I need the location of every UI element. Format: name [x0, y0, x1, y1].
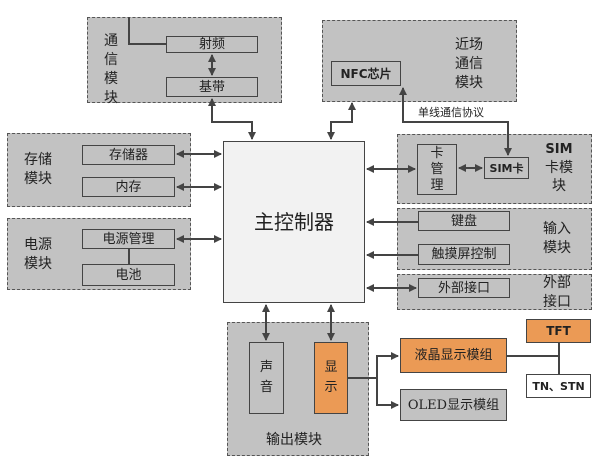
tn-stn-box: TN、STN: [526, 374, 591, 398]
card-mgmt-char: 卡: [430, 145, 444, 161]
power-module-title: 电源 模块: [24, 236, 52, 274]
title-line: 模块: [455, 75, 483, 91]
title-char: 信: [104, 52, 118, 68]
battery-label: 电池: [115, 267, 142, 283]
ext-interface-box: 外部接口: [418, 278, 510, 298]
title-line: 模块: [24, 256, 52, 272]
card-mgmt-char: 理: [430, 177, 444, 193]
sound-char: 声: [259, 360, 273, 375]
comm-module-title: 通 信 模 块: [103, 32, 119, 108]
touchscreen-ctrl-label: 触摸屏控制: [431, 247, 497, 262]
baseband-label: 基带: [198, 79, 225, 95]
nfc-chip-box: NFC芯片: [331, 61, 401, 86]
rf-label: 射频: [198, 37, 225, 52]
title-line: 外部: [543, 275, 571, 291]
title-line: 块: [552, 178, 566, 194]
lcd-module-label: 液晶显示模组: [414, 348, 493, 363]
ext-interface-label: 外部接口: [437, 280, 490, 296]
title-line: 接口: [543, 294, 571, 310]
sim-card-label: SIM卡: [489, 161, 524, 175]
title-line: 输入: [543, 221, 571, 237]
ext-interface-title: 外部 接口: [543, 274, 571, 312]
title-line: 通信: [455, 56, 483, 72]
title-line: 卡模: [545, 160, 573, 176]
title-char: 块: [104, 90, 118, 106]
main-controller: 主控制器: [223, 141, 365, 303]
memory-label: 内存: [115, 179, 142, 195]
storage-box: 存储器: [82, 145, 175, 165]
baseband-box: 基带: [166, 77, 258, 97]
memory-box: 内存: [82, 177, 175, 197]
keyboard-label: 键盘: [450, 213, 477, 229]
power-mgmt-label: 电源管理: [102, 231, 155, 247]
sim-card-box: SIM卡: [484, 157, 529, 179]
card-mgmt-char: 管: [430, 161, 444, 177]
nfc-module-title: 近场 通信 模块: [455, 36, 483, 93]
tft-box: TFT: [526, 319, 591, 343]
lcd-module-box: 液晶显示模组: [400, 338, 507, 373]
tn-stn-label: TN、STN: [532, 379, 585, 393]
storage-label: 存储器: [108, 147, 148, 163]
display-char: 示: [324, 380, 338, 395]
title-char: 模: [104, 71, 118, 87]
title-line: 存储: [24, 152, 52, 168]
sound-char: 音: [259, 380, 273, 395]
title-line: 模块: [24, 171, 52, 187]
main-controller-label: 主控制器: [254, 210, 334, 234]
display-char: 显: [324, 360, 338, 375]
single-wire-protocol-label: 单线通信协议: [418, 106, 484, 119]
storage-module-title: 存储 模块: [24, 151, 52, 189]
title-line: 电源: [24, 237, 52, 253]
output-module-title: 输出模块: [266, 432, 322, 448]
rf-box: 射频: [166, 36, 258, 53]
nfc-chip-label: NFC芯片: [340, 66, 392, 81]
sound-box: 声 音: [249, 342, 284, 414]
touchscreen-ctrl-box: 触摸屏控制: [418, 244, 510, 265]
lcd-tft-line: [507, 343, 560, 357]
nfc-controller-arrow: [327, 102, 356, 140]
display-oled-arrow: [376, 378, 399, 409]
title-line: 近场: [455, 37, 483, 53]
battery-box: 电池: [82, 264, 175, 286]
title-line: SIM: [545, 142, 573, 157]
keyboard-box: 键盘: [418, 211, 510, 231]
title-char: 通: [104, 33, 118, 49]
card-mgmt-box: 卡 管 理: [417, 144, 457, 195]
power-mgmt-box: 电源管理: [82, 229, 175, 249]
oled-module-label: OLED显示模组: [407, 397, 500, 413]
tft-label: TFT: [546, 324, 571, 338]
baseband-controller-arrow: [208, 98, 256, 140]
title-line: 模块: [543, 240, 571, 256]
sim-module-title: SIM 卡模 块: [545, 141, 573, 195]
input-module-title: 输入 模块: [543, 220, 571, 258]
oled-module-box: OLED显示模组: [400, 389, 507, 421]
display-box: 显 示: [314, 342, 348, 414]
